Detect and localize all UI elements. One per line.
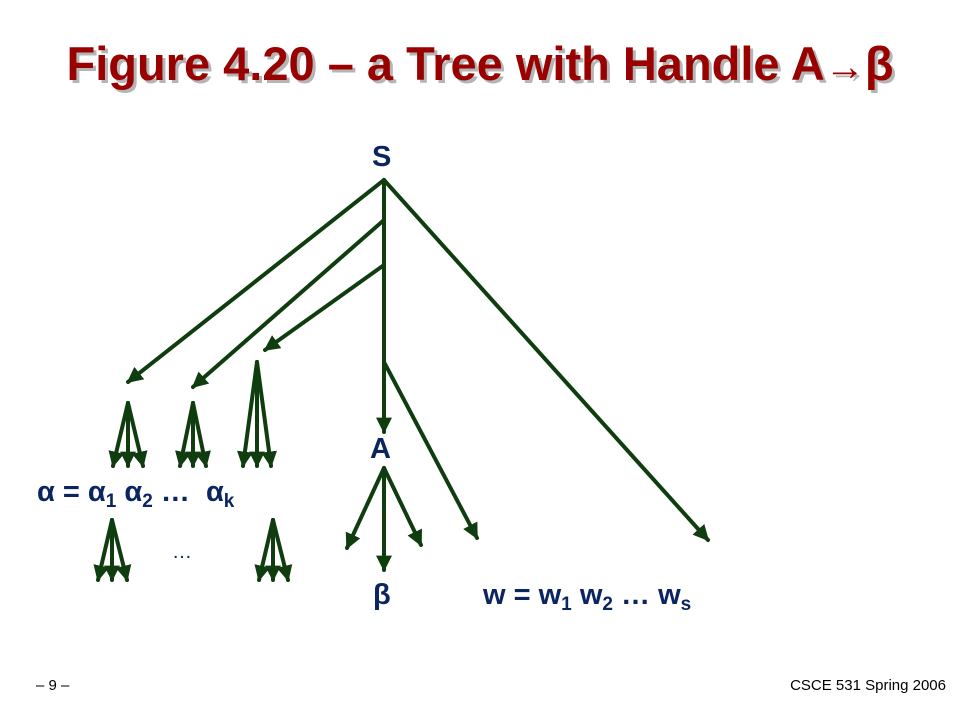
edge-s-ws <box>382 178 710 542</box>
edge-alpha2-a <box>175 401 195 468</box>
w-sub-s: s <box>680 594 692 615</box>
alpha-sub-2: 2 <box>142 491 153 512</box>
alpha-last: α <box>205 476 224 508</box>
alpha-sub-1: 1 <box>105 491 117 512</box>
edge-alphak-sub-a <box>254 518 275 582</box>
w-last: w <box>658 579 681 611</box>
w-dots: … <box>621 579 651 611</box>
edge-s-alpha2 <box>191 218 386 389</box>
title-suffix: β <box>864 37 894 90</box>
alpha-sub-k: k <box>223 491 235 512</box>
tree-edges <box>93 178 710 582</box>
alpha-sequence-label: α = α1 α2 … αk <box>37 476 235 512</box>
handle-rhs-beta: β <box>373 579 391 611</box>
edge-alphak-a <box>236 360 259 468</box>
w-sub-2: 2 <box>602 594 613 615</box>
title-prefix: Figure 4.20 – a Tree with Handle A <box>66 37 825 90</box>
edge-s-alphak <box>263 263 386 352</box>
handle-label-a: A <box>370 433 391 465</box>
edge-alpha1-c <box>126 401 148 468</box>
alpha-lhs: α = α <box>37 476 106 508</box>
slide-title: Figure 4.20 – a Tree with Handle A→β <box>0 36 960 91</box>
edge-alpha1-sub-a <box>93 518 114 582</box>
edge-s-w1 <box>382 360 479 540</box>
alpha-second: α <box>124 476 143 508</box>
edge-s-alpha1 <box>126 178 386 384</box>
edge-alpha1-sub-c <box>110 518 132 582</box>
course-footer: CSCE 531 Spring 2006 <box>790 677 946 694</box>
edge-alphak-sub-c <box>271 518 293 582</box>
w-second: w <box>579 579 603 611</box>
alpha-ellipsis: … <box>172 541 192 563</box>
w-lhs: w = w <box>483 579 562 611</box>
root-label-s: S <box>372 141 392 173</box>
edge-alpha1-a <box>108 401 130 468</box>
edge-a-beta-right <box>382 466 423 547</box>
w-sub-1: 1 <box>561 594 572 615</box>
title-arrow-icon: → <box>824 45 865 89</box>
page-number: – 9 – <box>36 677 70 694</box>
w-sequence-label: w = w1 w2 … ws <box>483 579 692 615</box>
edge-alpha2-c <box>191 401 211 468</box>
alpha-dots: … <box>160 476 190 508</box>
edge-a-beta-left <box>345 466 386 550</box>
edge-alphak-c <box>255 360 278 468</box>
